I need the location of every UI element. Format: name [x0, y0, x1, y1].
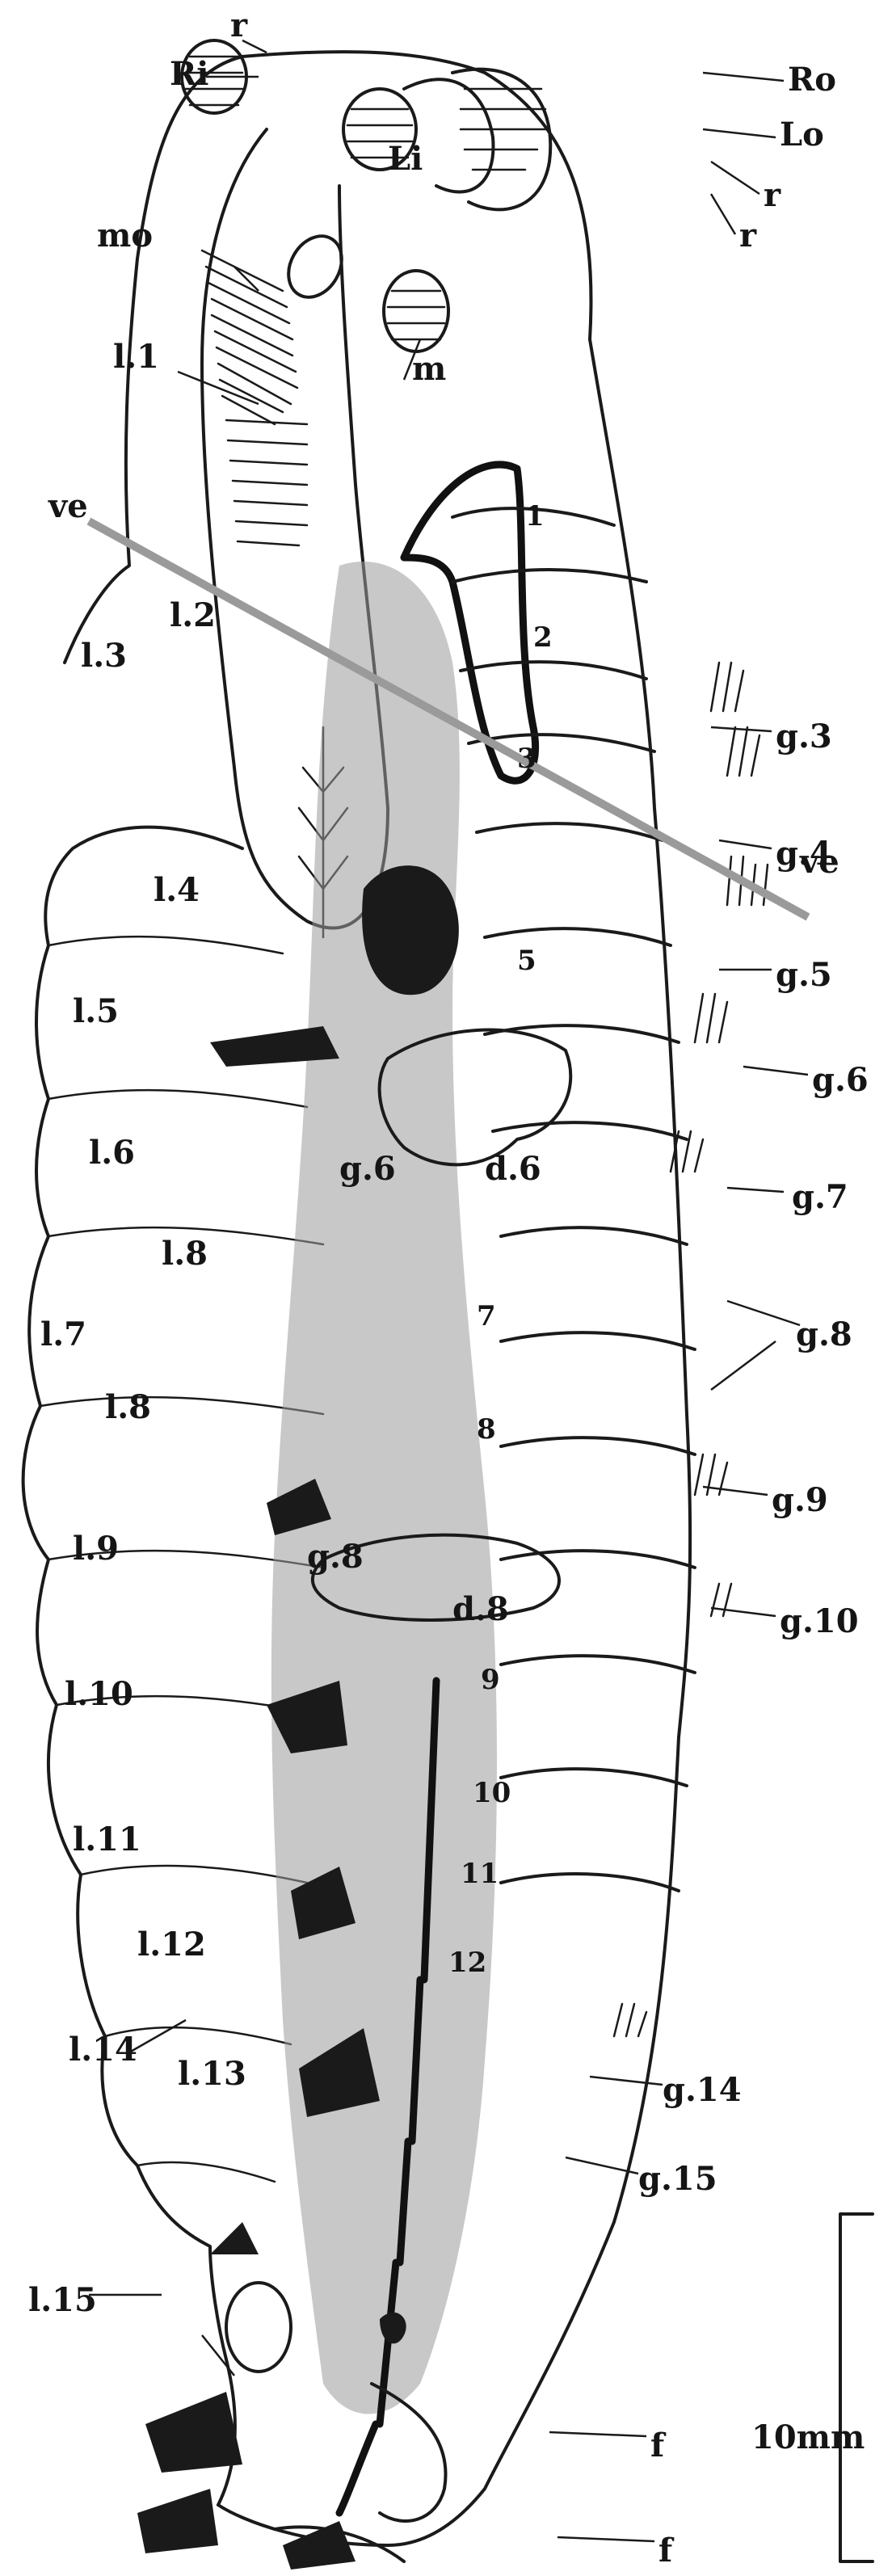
label-f-lower: f — [658, 2532, 675, 2570]
label-scale: 10mm — [751, 2418, 865, 2456]
label-g9: g.9 — [772, 1481, 828, 1519]
label-n11: 11 — [461, 1858, 499, 1890]
label-g6-center: g.6 — [339, 1150, 396, 1188]
label-g5: g.5 — [776, 956, 832, 994]
label-l7: l.7 — [40, 1315, 86, 1353]
label-n2: 2 — [533, 621, 553, 654]
mo-hatching — [202, 250, 307, 545]
label-l12: l.12 — [137, 1926, 206, 1964]
label-l14: l.14 — [69, 2031, 137, 2069]
label-l4: l.4 — [154, 871, 200, 909]
label-g10: g.10 — [780, 1602, 859, 1640]
label-r-top: r — [230, 6, 248, 44]
label-g14: g.14 — [663, 2071, 742, 2109]
label-l8-b: l.8 — [105, 1388, 151, 1426]
label-Ro: Ro — [788, 61, 836, 99]
label-l1: l.1 — [113, 338, 159, 376]
label-m: m — [412, 350, 446, 388]
label-n3: 3 — [517, 743, 536, 775]
label-n9: 9 — [481, 1664, 500, 1696]
scale-bar — [840, 2214, 873, 2561]
label-f-upper: f — [650, 2427, 667, 2464]
label-n8: 8 — [477, 1413, 496, 1446]
label-l5: l.5 — [73, 992, 119, 1030]
top-chelae — [182, 40, 550, 351]
label-g8-center: g.8 — [307, 1538, 364, 1576]
label-Ri: Ri — [170, 55, 208, 93]
label-n10: 10 — [473, 1777, 511, 1809]
label-n1: 1 — [525, 500, 545, 532]
label-l10: l.10 — [65, 1675, 133, 1713]
label-g7: g.7 — [792, 1178, 848, 1216]
label-d8: d.8 — [452, 1590, 509, 1628]
label-n5: 5 — [517, 945, 536, 977]
label-g8-right: g.8 — [796, 1315, 852, 1353]
label-l2: l.2 — [170, 596, 216, 634]
label-g4: g.4 — [776, 835, 832, 873]
label-g6-right: g.6 — [812, 1061, 869, 1099]
label-l15: l.15 — [28, 2281, 97, 2319]
label-l3: l.3 — [81, 637, 127, 675]
label-n12: 12 — [448, 1947, 486, 1979]
l15-ring — [226, 2283, 291, 2372]
label-ve-left: ve — [48, 487, 88, 525]
label-l11: l.11 — [73, 1820, 141, 1858]
label-l9: l.9 — [73, 1530, 119, 1568]
label-g3: g.3 — [776, 718, 832, 756]
label-l6: l.6 — [89, 1134, 135, 1172]
label-r-right2: r — [739, 217, 757, 255]
label-n7: 7 — [477, 1300, 496, 1332]
dark-blob-5 — [362, 865, 459, 995]
label-d6: d.6 — [485, 1150, 541, 1188]
label-Li: Li — [388, 140, 423, 178]
label-mo: mo — [97, 217, 153, 255]
label-g15: g.15 — [638, 2160, 717, 2198]
label-r-right1: r — [764, 176, 781, 214]
label-l13: l.13 — [178, 2055, 246, 2093]
lateral-lobes — [23, 827, 242, 2505]
label-Lo: Lo — [780, 116, 824, 154]
label-l8-a: l.8 — [162, 1235, 208, 1273]
